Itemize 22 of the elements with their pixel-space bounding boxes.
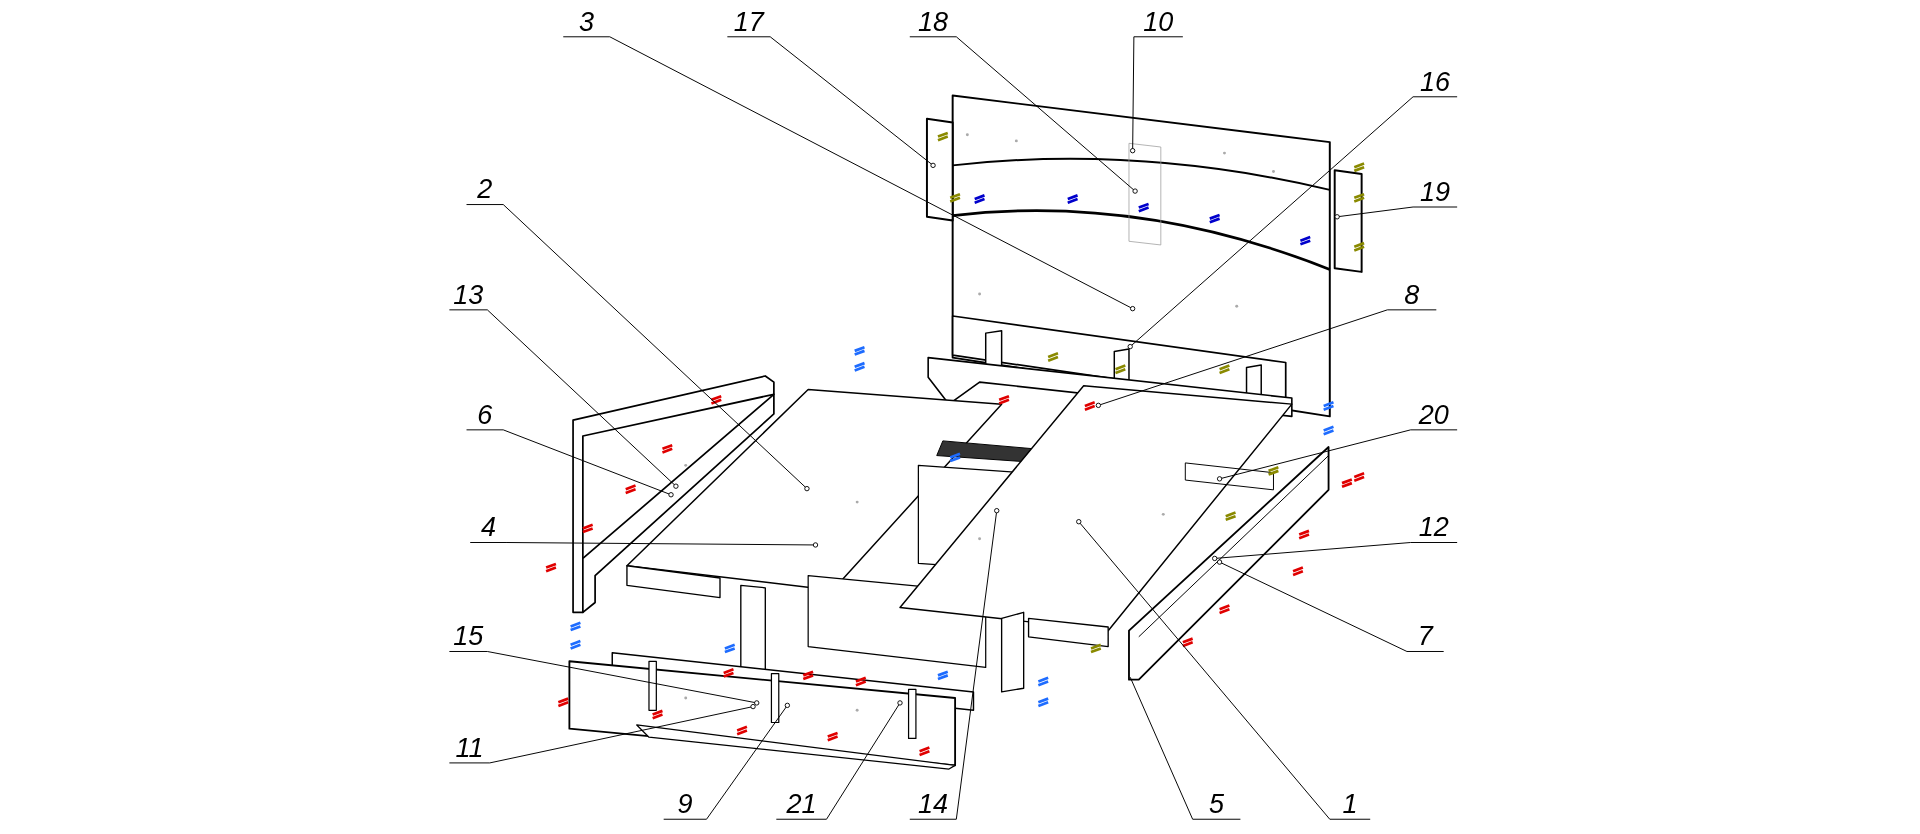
callout-number: 6 bbox=[466, 400, 504, 429]
callout-number: 14 bbox=[909, 790, 957, 819]
callout-number: 17 bbox=[727, 7, 771, 36]
callout-number: 16 bbox=[1413, 67, 1458, 96]
callout-number: 1 bbox=[1329, 790, 1371, 819]
callout-number: 10 bbox=[1133, 7, 1183, 36]
leader-line bbox=[1129, 676, 1241, 820]
callout-number: 4 bbox=[470, 513, 507, 542]
callout-number: 9 bbox=[663, 790, 707, 819]
callout-number: 20 bbox=[1410, 400, 1458, 429]
callout-number: 18 bbox=[909, 7, 957, 36]
callout-number: 11 bbox=[449, 733, 490, 762]
callout-number: 15 bbox=[449, 622, 488, 651]
callout-number: 3 bbox=[563, 7, 610, 36]
callout-number: 12 bbox=[1410, 513, 1458, 542]
callout-number: 13 bbox=[449, 280, 488, 309]
callout-number: 19 bbox=[1413, 177, 1458, 206]
callout-number: 8 bbox=[1387, 280, 1437, 309]
callout-number: 7 bbox=[1406, 622, 1444, 651]
callout-number: 5 bbox=[1192, 790, 1241, 819]
callout-number: 2 bbox=[466, 175, 504, 204]
callout-number: 21 bbox=[776, 790, 827, 819]
